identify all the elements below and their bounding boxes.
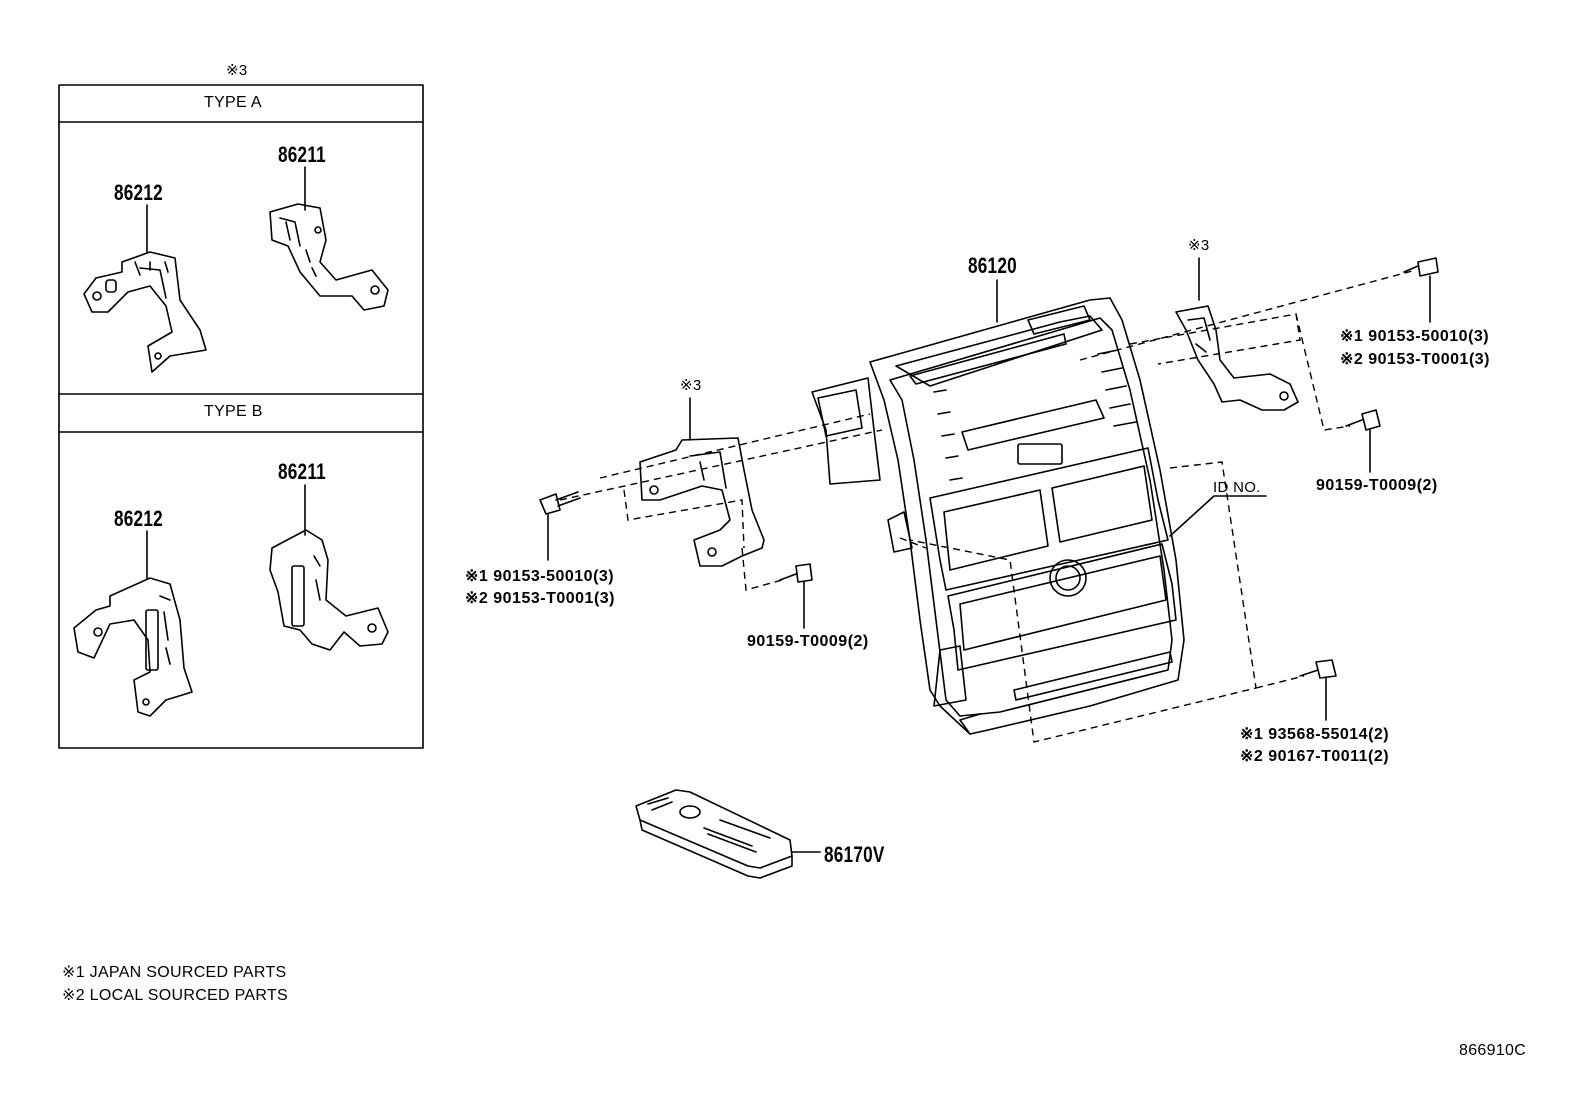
type-a-part-86212: 86212 bbox=[114, 180, 163, 205]
part-86170v-label: 86170V bbox=[824, 842, 885, 867]
diagram-code: 866910C bbox=[1459, 1042, 1527, 1059]
id-no-leader bbox=[1169, 495, 1267, 537]
bracket-left-mark: ※3 bbox=[680, 377, 702, 394]
legend-note-2: ※2 LOCAL SOURCED PARTS bbox=[62, 987, 288, 1004]
screw-right-label-1: ※1 90153-50010(3) bbox=[1340, 328, 1490, 345]
bracket-86211-type-b bbox=[269, 484, 389, 651]
bolt-right-label: 90159-T0009(2) bbox=[1316, 477, 1438, 494]
type-b-title: TYPE B bbox=[204, 403, 263, 420]
screw-bottom bbox=[1299, 659, 1337, 721]
type-b-part-86211: 86211 bbox=[278, 459, 326, 484]
screw-bottom-label-2: ※2 90167-T0011(2) bbox=[1240, 748, 1390, 765]
head-unit-86120 bbox=[811, 279, 1185, 735]
screw-left-label-2: ※2 90153-T0001(3) bbox=[465, 590, 615, 607]
legend-note-1: ※1 JAPAN SOURCED PARTS bbox=[62, 964, 287, 981]
bolt-right bbox=[1345, 409, 1381, 473]
inset-frame bbox=[58, 84, 424, 749]
part-86120-label: 86120 bbox=[968, 253, 1017, 278]
inset-note-mark: ※3 bbox=[226, 62, 248, 79]
bolt-center bbox=[779, 563, 813, 629]
type-a-title: TYPE A bbox=[204, 94, 262, 111]
type-a-part-86211: 86211 bbox=[278, 142, 326, 167]
bracket-right bbox=[1175, 257, 1299, 411]
bolt-center-label: 90159-T0009(2) bbox=[747, 633, 869, 650]
bracket-left bbox=[639, 397, 765, 567]
screw-left-label-1: ※1 90153-50010(3) bbox=[465, 568, 615, 585]
bracket-86212-type-a bbox=[83, 204, 207, 373]
bracket-right-mark: ※3 bbox=[1188, 237, 1210, 254]
bracket-86212-type-b bbox=[73, 530, 193, 717]
id-no-label: ID NO. bbox=[1213, 479, 1261, 496]
screw-left bbox=[539, 491, 581, 561]
bracket-86211-type-a bbox=[269, 166, 389, 311]
remote-86170v bbox=[635, 789, 821, 879]
screw-bottom-label-1: ※1 93568-55014(2) bbox=[1240, 726, 1390, 743]
type-b-part-86212: 86212 bbox=[114, 506, 163, 531]
screw-right-label-2: ※2 90153-T0001(3) bbox=[1340, 351, 1490, 368]
dashed-assembly-lines bbox=[559, 269, 1417, 743]
screw-right-top bbox=[1403, 257, 1439, 323]
